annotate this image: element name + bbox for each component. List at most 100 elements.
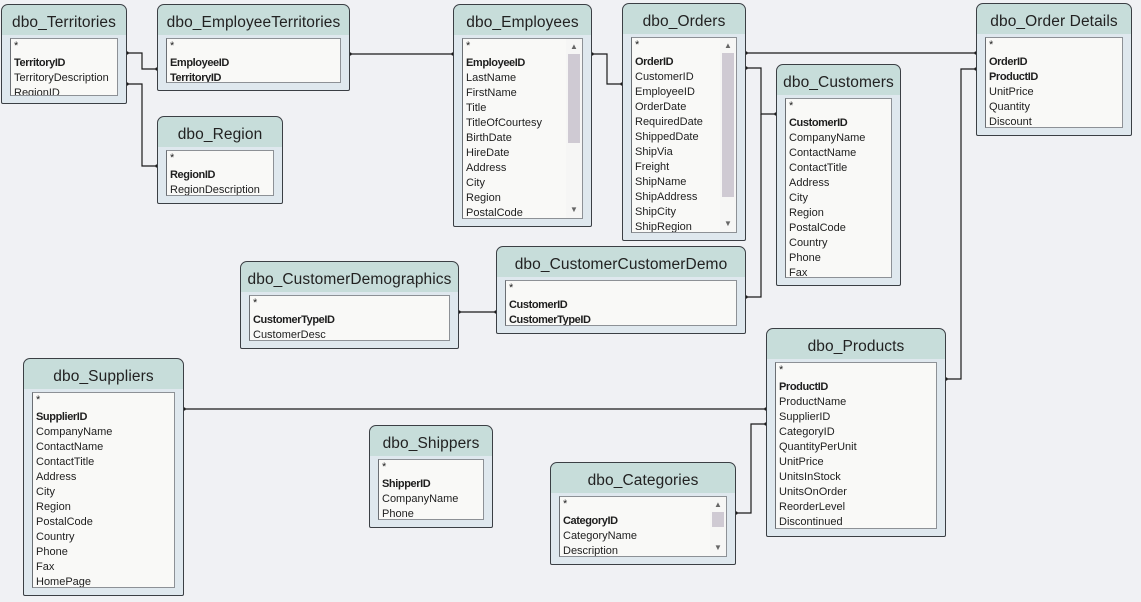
field-item[interactable]: UnitsInStock — [779, 471, 841, 483]
field-item[interactable]: Discontinued — [779, 516, 843, 528]
field-item[interactable]: ShipAddress — [635, 191, 698, 203]
field-item[interactable]: City — [466, 177, 485, 189]
all-fields-item[interactable]: * — [14, 40, 19, 52]
table-title[interactable]: dbo_Categories — [587, 472, 699, 489]
table-title[interactable]: dbo_Territories — [11, 14, 117, 31]
field-item[interactable]: ReorderLevel — [779, 501, 846, 513]
all-fields-item[interactable]: * — [466, 40, 471, 52]
scroll-up-icon[interactable]: ▲ — [714, 500, 722, 509]
table-title[interactable]: dbo_Suppliers — [53, 368, 154, 385]
field-item[interactable]: Description — [563, 545, 619, 557]
field-item[interactable]: RequiredDate — [635, 116, 703, 128]
all-fields-item[interactable]: * — [989, 39, 994, 51]
all-fields-item[interactable]: * — [253, 297, 258, 309]
table-title[interactable]: dbo_Customers — [783, 74, 894, 91]
field-item[interactable]: Address — [36, 471, 77, 483]
field-item[interactable]: PostalCode — [466, 207, 523, 219]
field-item[interactable]: Phone — [36, 546, 68, 558]
table-title[interactable]: dbo_Products — [807, 338, 905, 355]
field-item[interactable]: TerritoryDescription — [14, 72, 109, 84]
table-title[interactable]: dbo_CustomerDemographics — [247, 271, 452, 288]
field-item[interactable]: Address — [466, 162, 507, 174]
field-item[interactable]: ShipRegion — [635, 221, 692, 233]
scroll-thumb[interactable] — [722, 53, 734, 198]
field-item[interactable]: Country — [789, 237, 828, 249]
field-item[interactable]: City — [36, 486, 55, 498]
field-item[interactable]: CompanyName — [36, 426, 113, 438]
field-item[interactable]: CustomerID — [635, 71, 694, 83]
field-item[interactable]: ShipVia — [635, 146, 673, 158]
field-item[interactable]: BirthDate — [466, 132, 512, 144]
primary-key-field[interactable]: TerritoryID — [170, 72, 222, 83]
field-item[interactable]: Country — [36, 531, 75, 543]
field-item[interactable]: Region — [789, 207, 824, 219]
field-item[interactable]: ShipName — [635, 176, 687, 188]
scroll-thumb[interactable] — [712, 512, 724, 527]
table-title[interactable]: dbo_Employees — [466, 14, 579, 31]
field-item[interactable]: RegionDescription — [170, 184, 260, 196]
field-item[interactable]: ContactTitle — [36, 456, 95, 468]
vertical-scrollbar[interactable]: ▲▼ — [566, 39, 582, 218]
all-fields-item[interactable]: * — [170, 40, 175, 52]
field-item[interactable]: ContactName — [36, 441, 104, 453]
primary-key-field[interactable]: RegionID — [170, 169, 216, 181]
field-item[interactable]: RegionID — [14, 87, 60, 96]
primary-key-field[interactable]: CustomerID — [509, 299, 568, 311]
vertical-scrollbar[interactable]: ▲▼ — [720, 38, 736, 232]
field-list[interactable]: * EmployeeID TerritoryID — [166, 38, 341, 83]
primary-key-field[interactable]: CustomerTypeID — [509, 314, 591, 326]
field-item[interactable]: FirstName — [466, 87, 517, 99]
field-item[interactable]: QuantityPerUnit — [779, 441, 857, 453]
primary-key-field[interactable]: ProductID — [779, 381, 828, 393]
primary-key-field[interactable]: ProductID — [989, 71, 1038, 83]
all-fields-item[interactable]: * — [635, 39, 640, 51]
all-fields-item[interactable]: * — [170, 152, 175, 164]
field-item[interactable]: ProductName — [779, 396, 847, 408]
field-item[interactable]: LastName — [466, 72, 517, 84]
all-fields-item[interactable]: * — [789, 100, 794, 112]
field-item[interactable]: HireDate — [466, 147, 510, 159]
field-item[interactable]: Freight — [635, 161, 670, 173]
table-title[interactable]: dbo_Order Details — [990, 13, 1118, 30]
field-item[interactable]: Address — [789, 177, 830, 189]
field-item[interactable]: CompanyName — [789, 132, 866, 144]
field-item[interactable]: CompanyName — [382, 493, 459, 505]
primary-key-field[interactable]: OrderID — [989, 56, 1028, 68]
primary-key-field[interactable]: ShipperID — [382, 478, 431, 490]
primary-key-field[interactable]: OrderID — [635, 56, 674, 68]
field-list[interactable]: * RegionID RegionDescription — [166, 150, 274, 196]
field-item[interactable]: EmployeeID — [635, 86, 695, 98]
field-item[interactable]: UnitPrice — [779, 456, 824, 468]
primary-key-field[interactable]: TerritoryID — [14, 57, 66, 69]
field-item[interactable]: ContactName — [789, 147, 857, 159]
field-item[interactable]: SupplierID — [779, 411, 831, 423]
field-item[interactable]: Fax — [36, 561, 55, 573]
field-item[interactable]: PostalCode — [789, 222, 846, 234]
field-item[interactable]: OrderDate — [635, 101, 687, 113]
scroll-down-icon[interactable]: ▼ — [714, 543, 722, 552]
primary-key-field[interactable]: EmployeeID — [170, 57, 229, 69]
all-fields-item[interactable]: * — [382, 461, 387, 473]
field-item[interactable]: ShipCity — [635, 206, 676, 218]
vertical-scrollbar[interactable]: ▲▼ — [710, 497, 726, 556]
field-item[interactable]: Discount — [989, 116, 1032, 128]
field-item[interactable]: Phone — [382, 508, 414, 520]
scroll-up-icon[interactable]: ▲ — [570, 42, 578, 51]
table-title[interactable]: dbo_CustomerCustomerDemo — [514, 256, 728, 273]
